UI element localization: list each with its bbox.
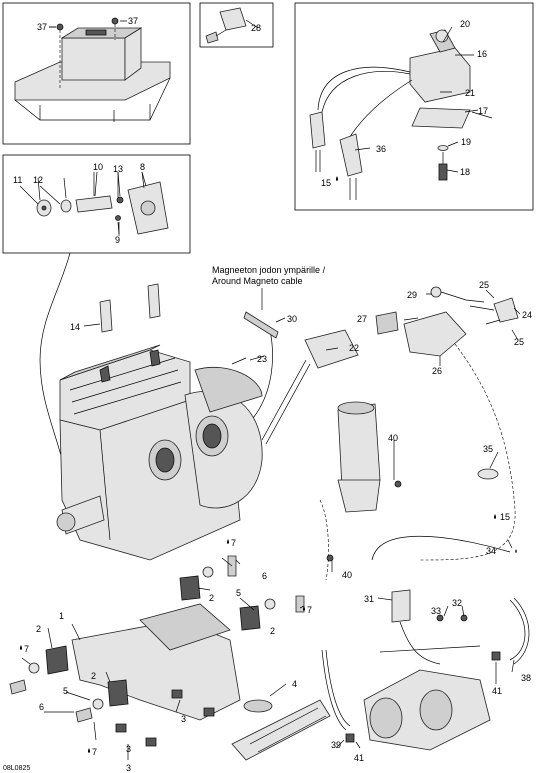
right-side-components <box>319 286 530 751</box>
callout-20: 20 <box>460 19 470 29</box>
inset-ignition-coil-box <box>294 2 534 211</box>
callout-3: 3 <box>126 763 131 773</box>
callout-37: 37 <box>37 22 47 32</box>
callout-labels: 37 37 28 20 16 21 17 19 36 15 18 10 13 8… <box>13 16 532 773</box>
callout-22: 22 <box>349 343 359 353</box>
drop-icon <box>88 748 90 753</box>
callout-25: 25 <box>514 337 524 347</box>
drop-icon <box>227 539 229 544</box>
drop-icon <box>494 514 496 519</box>
callout-35: 35 <box>483 444 493 454</box>
callout-40: 40 <box>388 433 398 443</box>
callout-39: 39 <box>331 740 341 750</box>
callout-40: 40 <box>342 570 352 580</box>
callout-2: 2 <box>209 593 214 603</box>
callout-12: 12 <box>33 175 43 185</box>
callout-23: 23 <box>257 354 267 364</box>
callout-7: 7 <box>231 538 236 548</box>
callout-5: 5 <box>63 686 68 696</box>
drop-icon <box>336 176 338 181</box>
callout-18: 18 <box>460 167 470 177</box>
callout-27: 27 <box>357 314 367 324</box>
lubricant-drop-icons <box>20 176 517 753</box>
cable-note-line2: Around Magneto cable <box>212 276 303 286</box>
callout-2: 2 <box>36 624 41 634</box>
callout-4: 4 <box>292 679 297 689</box>
drawing-code: 08L0825 <box>3 765 30 772</box>
callout-28: 28 <box>251 23 261 33</box>
callout-5: 5 <box>236 588 241 598</box>
callout-7: 7 <box>307 605 312 615</box>
callout-16: 16 <box>477 49 487 59</box>
inset-battery-box <box>2 2 191 145</box>
callout-11: 11 <box>13 175 22 185</box>
callout-29: 29 <box>407 290 417 300</box>
callout-7: 7 <box>24 644 29 654</box>
callout-34: 34 <box>486 546 496 556</box>
callout-17: 17 <box>478 106 488 116</box>
callout-9: 9 <box>115 235 120 245</box>
callout-36: 36 <box>376 144 386 154</box>
drop-icon <box>303 606 305 611</box>
callout-7: 7 <box>92 747 97 757</box>
callout-13: 13 <box>113 164 123 174</box>
callout-8: 8 <box>140 162 145 172</box>
callout-3: 3 <box>181 714 186 724</box>
callout-10: 10 <box>93 162 103 172</box>
cable-note-line1: Magneeton jodon ympärille / <box>212 265 326 275</box>
engine-assembly <box>39 252 381 561</box>
callout-38: 38 <box>521 673 531 683</box>
callout-21: 21 <box>465 88 475 98</box>
callout-31: 31 <box>364 594 374 604</box>
callout-33: 33 <box>431 606 441 616</box>
drop-icon <box>20 645 22 650</box>
engine-mounts <box>9 555 331 761</box>
callout-19: 19 <box>461 137 471 147</box>
callout-2: 2 <box>270 626 275 636</box>
callout-3: 3 <box>126 744 131 754</box>
inset-starter-parts-box <box>2 154 191 254</box>
callout-15: 15 <box>321 178 331 188</box>
callout-15: 15 <box>500 512 510 522</box>
callout-30: 30 <box>287 314 297 324</box>
callout-41: 41 <box>354 753 364 763</box>
callout-6: 6 <box>39 702 44 712</box>
callout-26: 26 <box>432 366 442 376</box>
callout-1: 1 <box>59 611 64 621</box>
callout-24: 24 <box>522 310 532 320</box>
drop-icon <box>515 549 517 553</box>
callout-37: 37 <box>128 16 138 26</box>
inset-connector-box <box>199 2 274 48</box>
callout-14: 14 <box>70 322 80 332</box>
callout-32: 32 <box>452 598 462 608</box>
callout-25: 25 <box>479 280 489 290</box>
callout-41: 41 <box>492 686 502 696</box>
callout-2: 2 <box>91 671 96 681</box>
callout-6: 6 <box>262 571 267 581</box>
leader-lines <box>21 26 521 760</box>
